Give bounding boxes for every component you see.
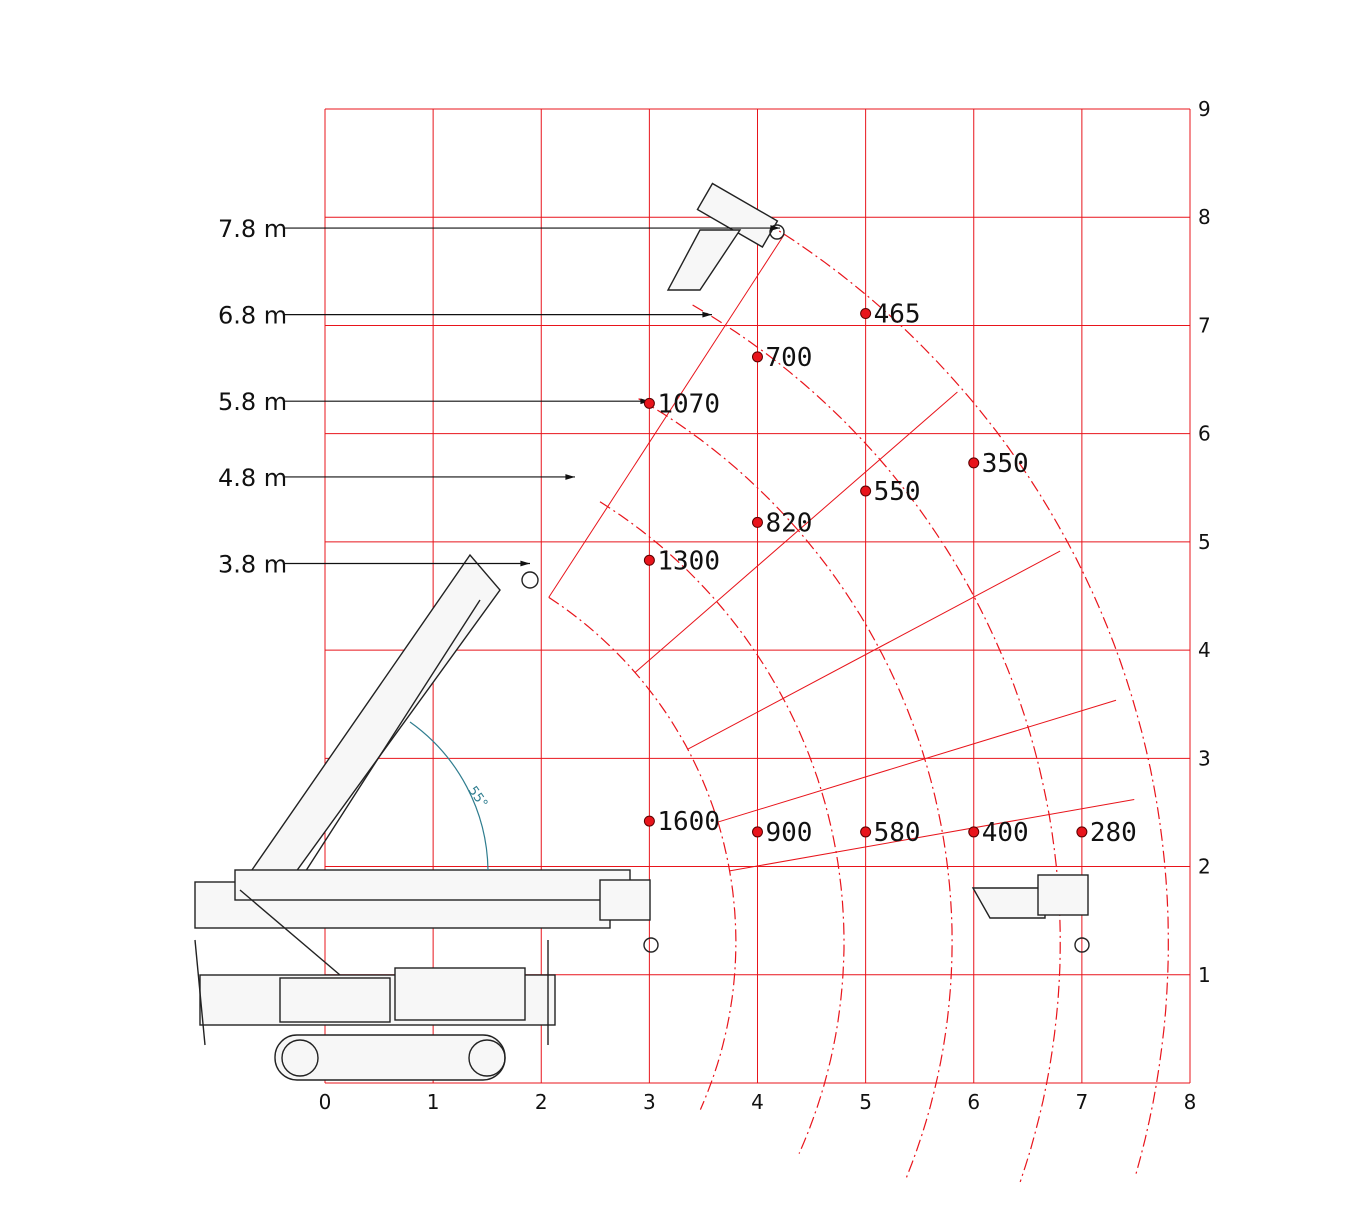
boom-length-label: 5.8 m <box>218 388 287 416</box>
load-point <box>968 457 980 469</box>
boom-angle-arc <box>409 721 489 871</box>
y-tick-label: 5 <box>1198 530 1211 554</box>
crane-jib-head-right <box>1037 874 1089 916</box>
crane-horizontal-boom <box>234 869 631 901</box>
crane-boom-edge <box>299 599 481 881</box>
x-tick-label: 4 <box>751 1090 764 1114</box>
load-point-label: 580 <box>874 818 921 848</box>
y-tick-label: 3 <box>1198 746 1211 770</box>
reach-arc <box>638 398 953 1178</box>
reach-arc <box>746 210 1169 1176</box>
crane-hook-horizontal <box>643 937 659 953</box>
boom-length-arrows: 3.8 m 4.8 m 5.8 m 6.8 m 7.8 m <box>218 215 780 579</box>
crane-raised-boom <box>243 553 501 881</box>
x-tick-label: 3 <box>643 1090 656 1114</box>
crane-engine-block <box>279 977 391 1023</box>
x-tick-label: 2 <box>535 1090 548 1114</box>
load-point-label: 1300 <box>657 546 720 576</box>
crane-track-wheel-left <box>281 1039 319 1077</box>
boom-length-label: 3.8 m <box>218 551 287 579</box>
load-point <box>643 554 655 566</box>
boom-length-label: 7.8 m <box>218 215 287 243</box>
y-tick-label: 7 <box>1198 313 1211 337</box>
reach-arc <box>548 596 737 1110</box>
crane-hook-top <box>769 224 785 240</box>
x-tick-label: 0 <box>319 1090 332 1114</box>
x-tick-label: 8 <box>1184 1090 1197 1114</box>
boom-radials <box>548 234 1135 872</box>
boom-angle-label: 55° <box>465 784 491 811</box>
y-tick-label: 8 <box>1198 205 1211 229</box>
y-tick-label: 4 <box>1198 638 1211 662</box>
crane-motor <box>394 967 526 1021</box>
boom-length-label: 4.8 m <box>218 464 287 492</box>
crane-outrigger-leg-left <box>194 939 206 1046</box>
crane-track-wheel-right <box>468 1039 506 1077</box>
load-point <box>1076 826 1088 838</box>
load-points: 1600 900 580 400 280 1300 820 550 350 1070 700 465 <box>643 300 1137 848</box>
x-tick-label: 6 <box>967 1090 980 1114</box>
load-point-label: 350 <box>982 449 1029 479</box>
load-point <box>968 826 980 838</box>
x-tick-label: 5 <box>859 1090 872 1114</box>
load-point <box>860 308 872 320</box>
load-point <box>860 485 872 497</box>
reach-arcs <box>548 210 1169 1183</box>
y-tick-label: 1 <box>1198 963 1211 987</box>
reach-arc <box>599 501 845 1154</box>
load-point-label: 550 <box>874 477 921 507</box>
crane-boom-head <box>599 879 651 921</box>
load-point-label: 1600 <box>657 807 720 837</box>
y-tick-label: 9 <box>1198 97 1211 121</box>
boom-radial-line <box>729 798 1135 872</box>
load-point-label: 465 <box>874 300 921 330</box>
y-tick-label: 2 <box>1198 855 1211 879</box>
load-point-label: 280 <box>1090 818 1137 848</box>
crane-hook-raised <box>521 571 539 589</box>
reach-arc <box>692 304 1061 1183</box>
crane-jib-top <box>666 229 742 291</box>
load-point <box>752 351 763 363</box>
load-point <box>643 397 655 409</box>
load-point <box>643 815 655 827</box>
crane-hook-right <box>1074 937 1090 953</box>
load-point-label: 820 <box>766 508 813 538</box>
load-point-label: 400 <box>982 818 1029 848</box>
x-tick-label: 1 <box>427 1090 440 1114</box>
boom-radial-line <box>548 234 785 598</box>
boom-radial-line <box>634 391 958 673</box>
load-point-label: 700 <box>766 343 813 373</box>
boom-length-label: 6.8 m <box>218 302 287 330</box>
crane-drawing: 55° <box>194 182 1090 1081</box>
load-point <box>860 826 872 838</box>
x-tick-label: 7 <box>1076 1090 1089 1114</box>
boom-radial-line <box>687 550 1061 750</box>
load-point <box>752 826 763 838</box>
y-tick-label: 6 <box>1198 422 1211 446</box>
axis-ticks: 0 1 2 3 4 5 6 7 8 1 2 3 4 5 6 7 8 9 <box>319 97 1211 1114</box>
boom-radial-line <box>717 699 1117 823</box>
load-point-label: 1070 <box>657 389 720 419</box>
crane-hydraulic-cylinder <box>239 889 341 976</box>
crane-jib-right <box>971 887 1046 919</box>
load-point <box>752 516 763 528</box>
load-point-label: 900 <box>766 818 813 848</box>
